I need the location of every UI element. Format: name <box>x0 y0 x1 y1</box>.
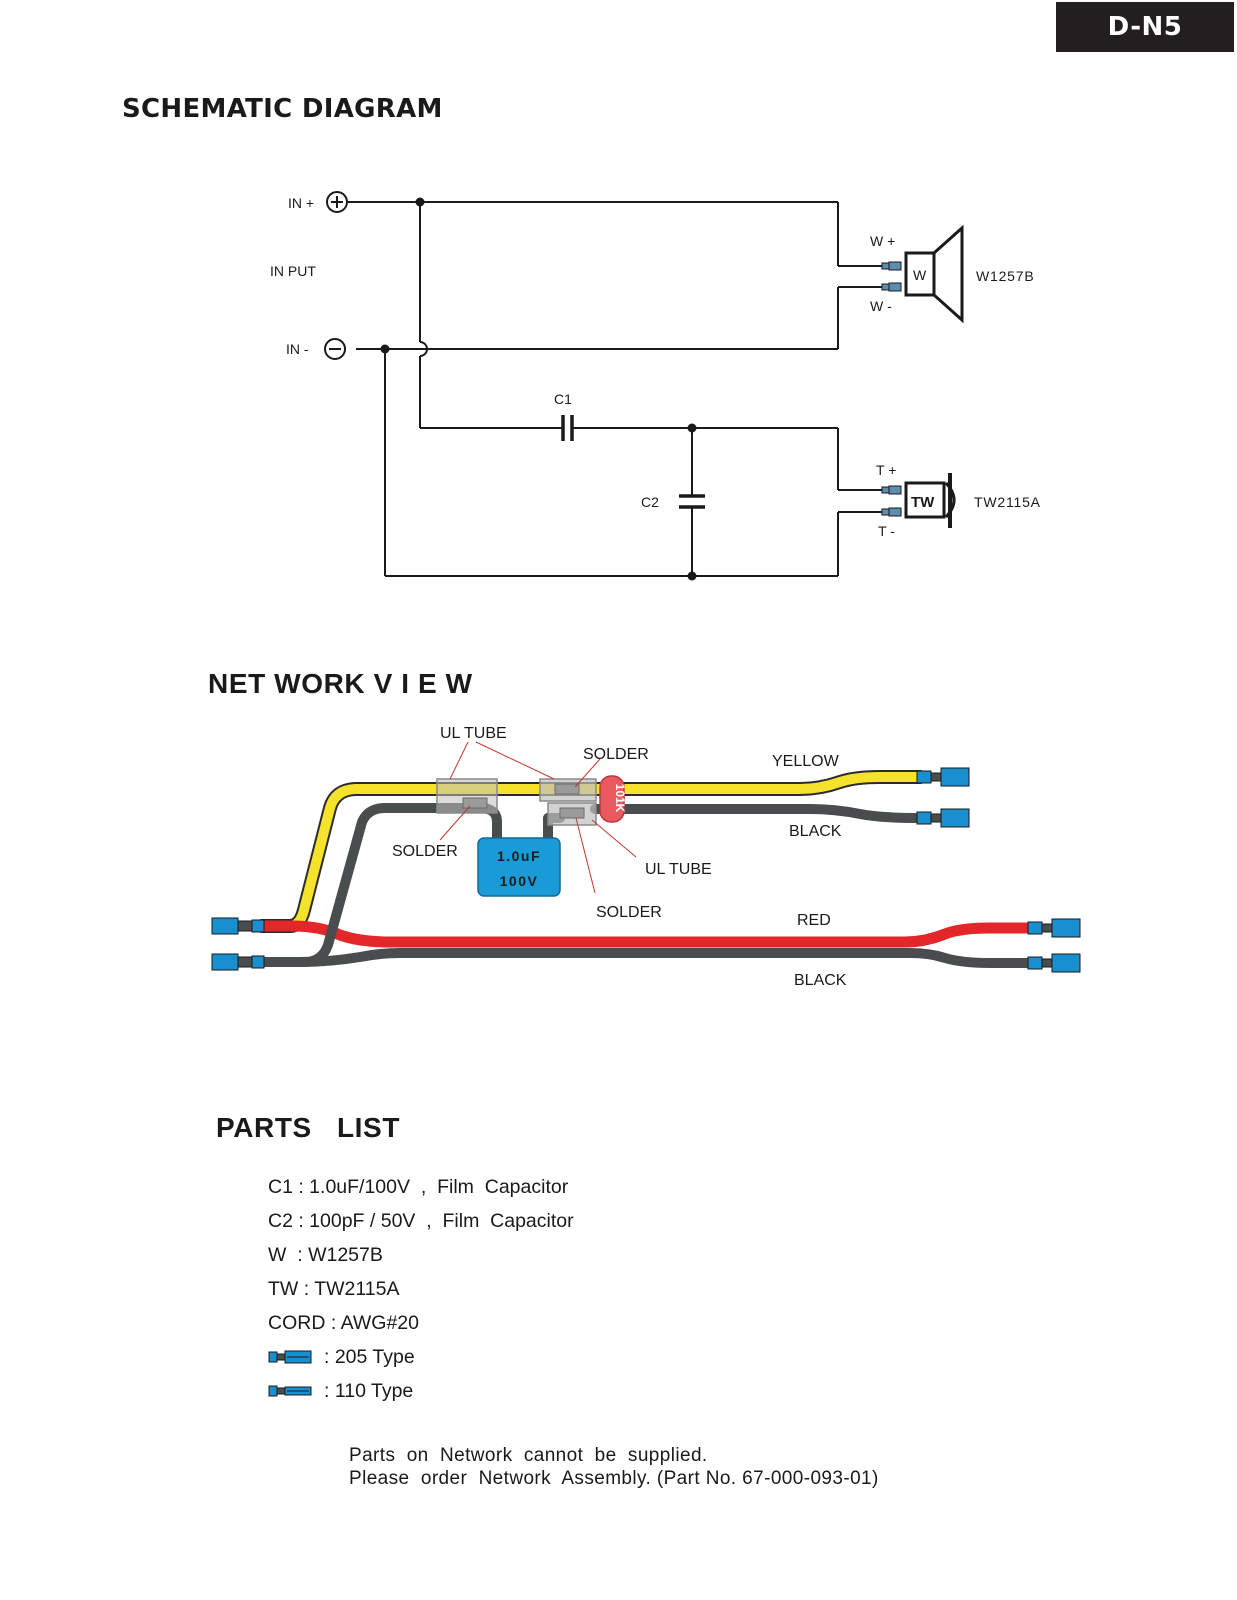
black-top-label: BLACK <box>789 823 842 840</box>
network-view-diagram: 101K 1.0uF 100V UL TUBE SOL <box>211 725 1081 989</box>
speaker-terminal-icons <box>881 261 902 517</box>
part-item-110-type: : 110 Type <box>268 1374 574 1408</box>
parts-list-title: PARTS LIST <box>216 1112 401 1143</box>
red-wire <box>256 920 1036 948</box>
black-wire-top <box>590 804 925 823</box>
resistor-component <box>599 775 625 823</box>
parts-list: C1 : 1.0uF/100V , Film Capacitor C2 : 10… <box>268 1170 574 1408</box>
leader-lines <box>439 741 637 894</box>
in-minus-terminal-icon <box>324 338 346 360</box>
solder-left-label: SOLDER <box>392 843 458 860</box>
supply-note: Parts on Network cannot be supplied. Ple… <box>349 1444 879 1490</box>
c1-label: C1 <box>554 391 572 407</box>
part-item-205-type: : 205 Type <box>268 1340 574 1374</box>
supply-note-line-2: Please order Network Assembly. (Part No.… <box>349 1468 879 1489</box>
t-plus-label: T + <box>876 462 896 478</box>
network-view-title: NET WORK V I E W <box>208 668 473 699</box>
woofer-model-label: W1257B <box>976 268 1035 284</box>
solder-top-label: SOLDER <box>583 746 649 763</box>
model-badge: D-N5 <box>1056 2 1234 52</box>
part-item-c1: C1 : 1.0uF/100V , Film Capacitor <box>268 1175 569 1198</box>
ul-tube-right-label: UL TUBE <box>645 861 712 878</box>
connector-205-icon <box>268 1350 312 1364</box>
tweeter-speaker-icon <box>904 473 956 528</box>
c2-capacitor-symbol <box>679 494 705 509</box>
schematic-diagram: IN + IN PUT IN - C1 C2 W + W - W W1257B … <box>270 191 1041 581</box>
in-plus-label: IN + <box>288 195 314 211</box>
capacitor-voltage-label: 100V <box>500 873 539 889</box>
schematic-wires <box>346 201 888 577</box>
c2-label: C2 <box>641 494 659 510</box>
part-item-woofer: W : W1257B <box>268 1243 383 1266</box>
tweeter-connectors-icon <box>916 767 970 828</box>
capacitor-value-label: 1.0uF <box>497 848 541 864</box>
w-plus-label: W + <box>870 233 895 249</box>
capacitor-block <box>477 837 561 897</box>
part-item-cord: CORD : AWG#20 <box>268 1311 419 1334</box>
w-minus-label: W - <box>870 298 892 314</box>
black-bottom-label: BLACK <box>794 972 847 989</box>
in-minus-label: IN - <box>286 341 309 357</box>
t-minus-label: T - <box>878 523 895 539</box>
solder-bottom-label: SOLDER <box>596 904 662 921</box>
yellow-label: YELLOW <box>772 753 840 770</box>
red-label: RED <box>797 912 831 929</box>
resistor-label: 101K <box>613 784 627 813</box>
left-connectors-icon <box>211 917 265 971</box>
tweeter-model-label: TW2115A <box>974 494 1041 510</box>
part-item-tweeter: TW : TW2115A <box>268 1277 400 1300</box>
woofer-connectors-icon <box>1027 918 1081 973</box>
black-wire-bottom <box>257 948 1035 968</box>
tweeter-box-label: TW <box>911 494 935 511</box>
schematic-title: SCHEMATIC DIAGRAM <box>122 94 443 124</box>
ul-tube-top-label: UL TUBE <box>440 725 507 742</box>
in-plus-terminal-icon <box>326 191 348 213</box>
c1-capacitor-symbol <box>561 415 574 441</box>
input-label: IN PUT <box>270 263 316 279</box>
woofer-speaker-icon <box>904 224 964 324</box>
part-item-c2: C2 : 100pF / 50V , Film Capacitor <box>268 1209 574 1232</box>
woofer-box-label: W <box>913 267 927 283</box>
junction-dots <box>380 197 697 581</box>
connector-110-icon <box>268 1385 312 1397</box>
part-110-label: : 110 Type <box>324 1379 414 1402</box>
supply-note-line-1: Parts on Network cannot be supplied. <box>349 1445 708 1466</box>
part-205-label: : 205 Type <box>324 1345 415 1368</box>
